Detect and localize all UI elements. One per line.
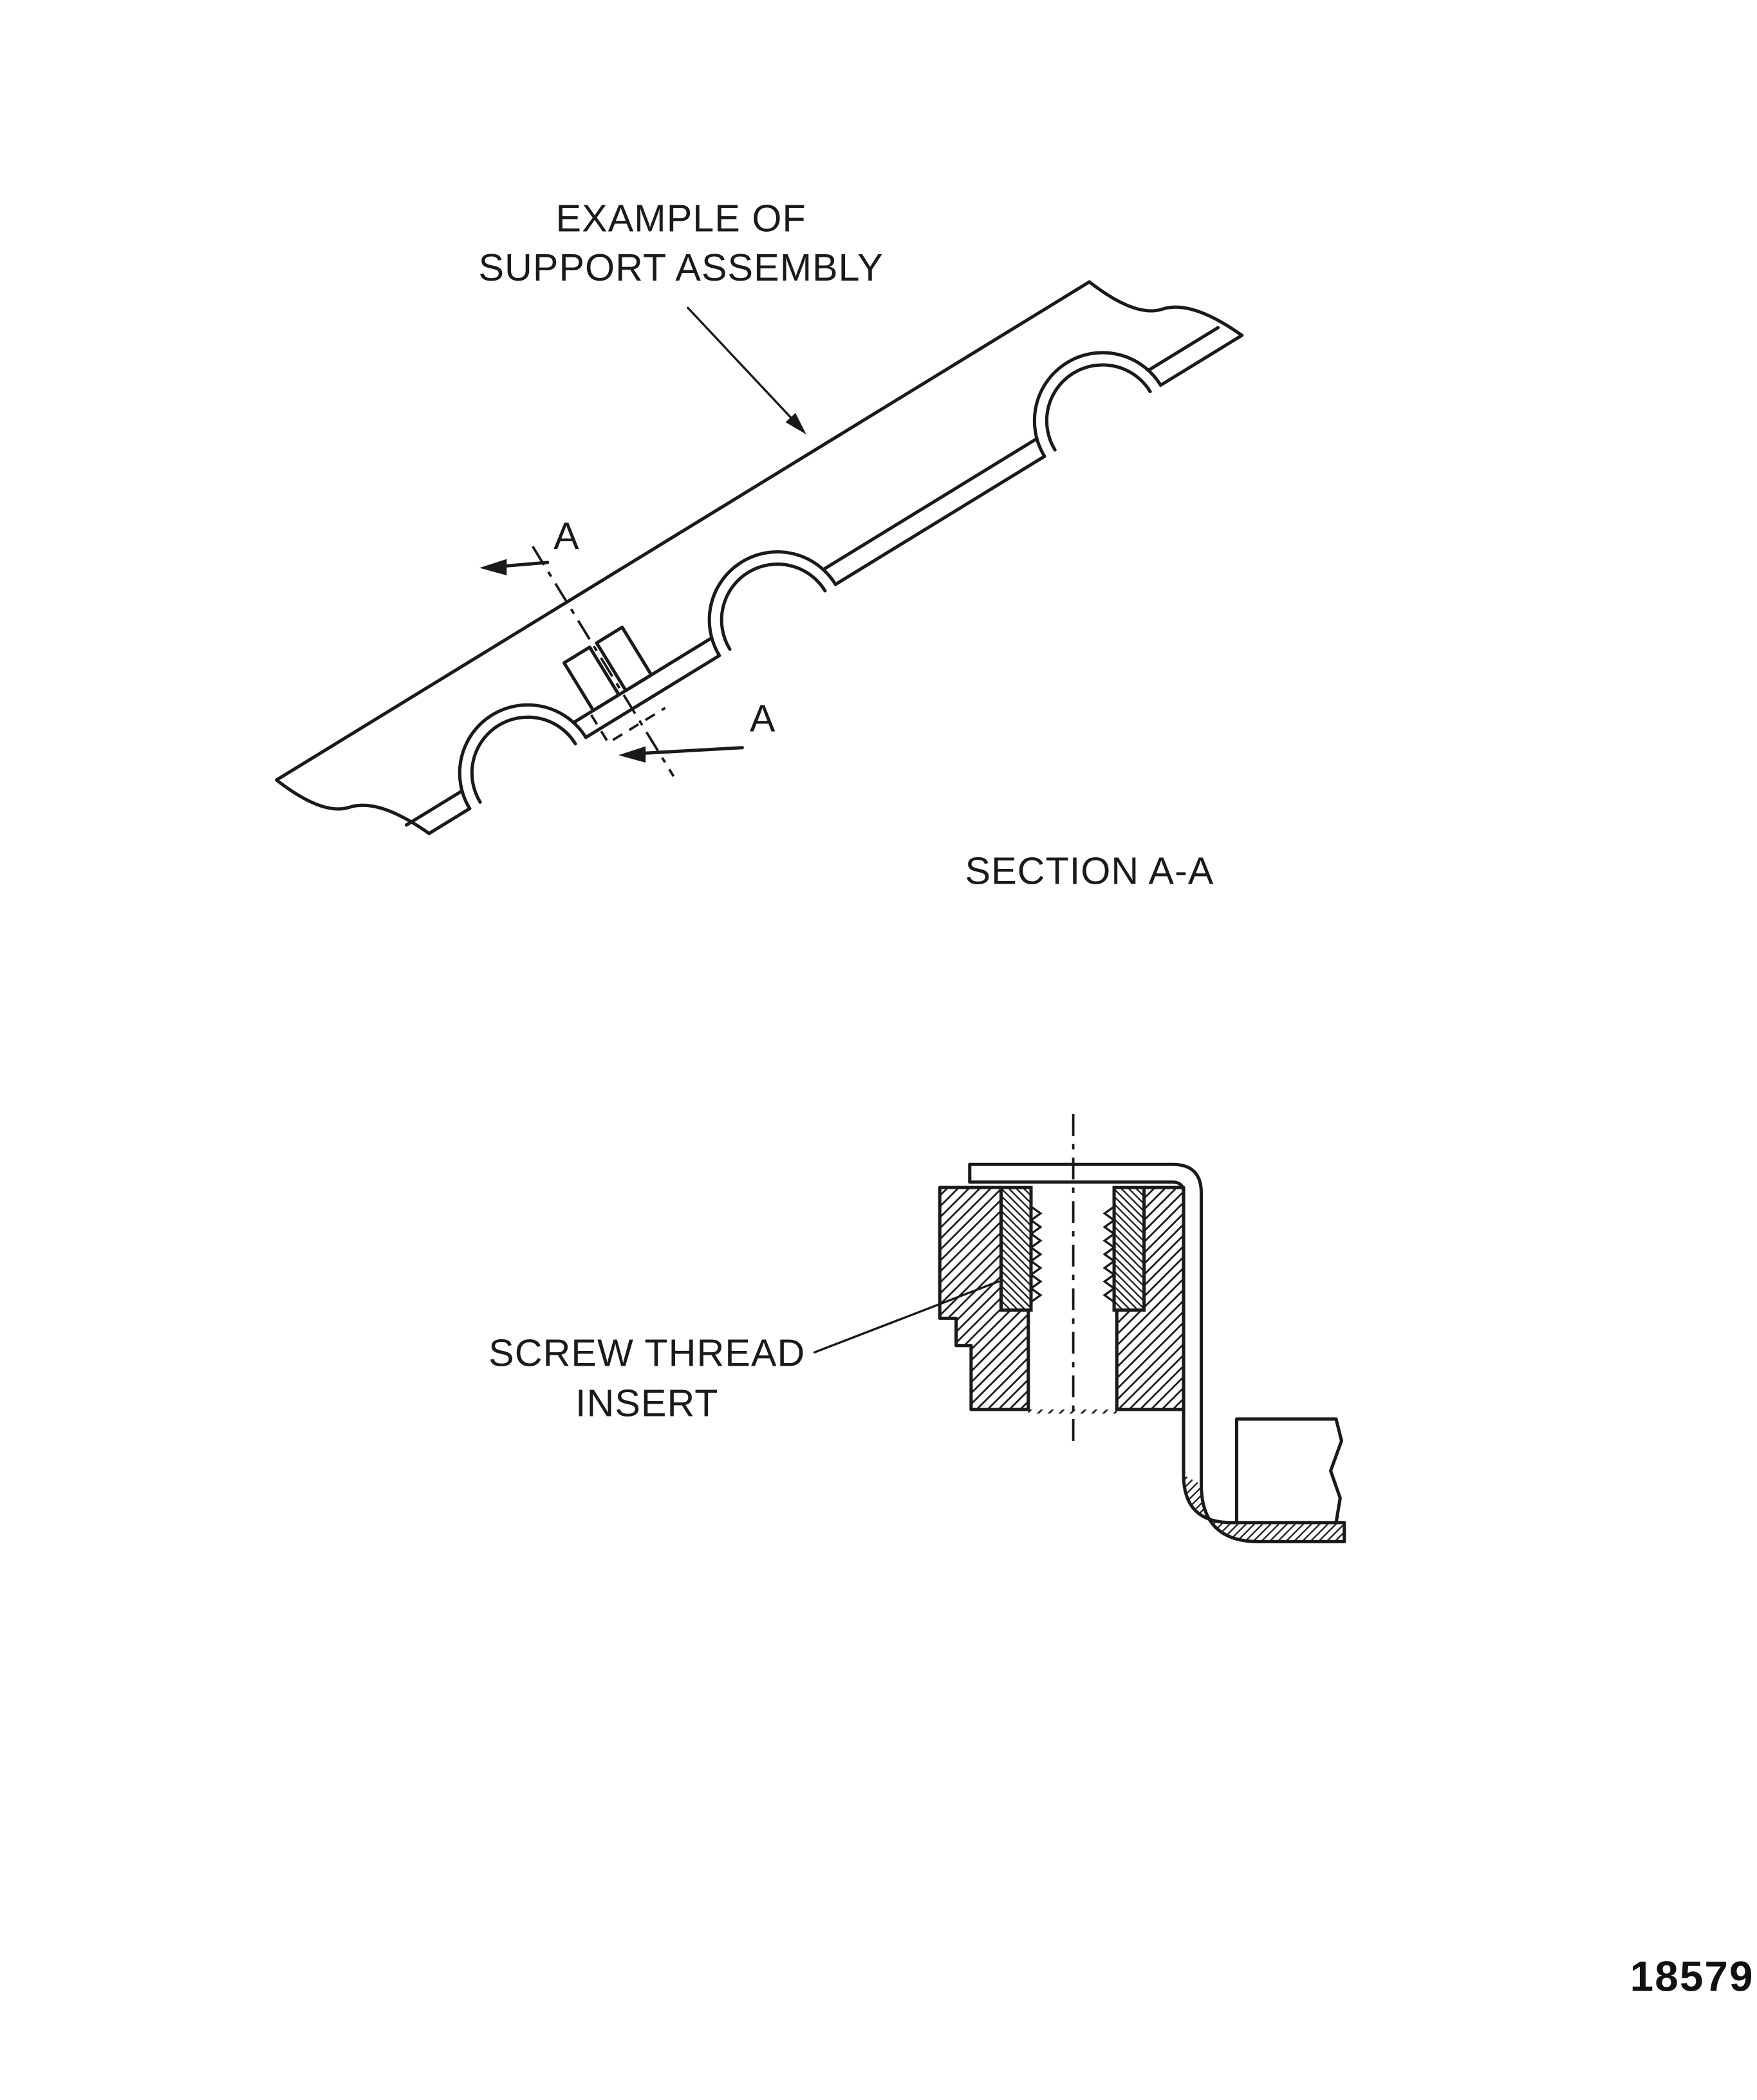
insert-right-wall	[1112, 1185, 1146, 1312]
section-marker-lower-label: A	[750, 696, 776, 739]
through-hole-walls	[1027, 1308, 1119, 1411]
cable-hump-middle	[707, 550, 837, 658]
section-arrow-upper	[479, 559, 550, 576]
insert-tab-right	[595, 626, 653, 692]
rail-right-break-line	[1088, 280, 1244, 337]
insert-label-line2: INSERT	[575, 1382, 719, 1425]
support-assembly-drawing	[275, 280, 1244, 835]
section-title: SECTION A-A	[965, 849, 1214, 892]
thread-serrations-left	[1029, 1205, 1043, 1303]
flange-section-hatch	[1184, 1474, 1344, 1542]
figure-number: 18579	[1630, 1953, 1754, 2000]
section-arrow-lower-head	[618, 746, 646, 763]
assembly-leader-line	[687, 306, 793, 420]
assembly-leader-arrow	[687, 306, 806, 435]
section-arrow-lower-line	[644, 746, 744, 755]
cable-hump-right	[1032, 351, 1162, 458]
assembly-title-line2: SUPPORT ASSEMBLY	[478, 246, 883, 289]
insert-left-wall	[999, 1185, 1033, 1312]
assembly-title-line1: EXAMPLE OF	[556, 197, 806, 240]
section-arrow-upper-head	[479, 559, 507, 576]
section-arrow-lower	[618, 746, 744, 763]
block-section-hatch	[940, 1187, 1184, 1414]
section-arrow-upper-line	[505, 561, 550, 568]
insert-tab-left	[562, 646, 621, 712]
section-aa-drawing	[813, 1113, 1346, 1543]
insert-leader-line	[813, 1280, 999, 1353]
section-marker-upper-label: A	[553, 514, 580, 557]
rail-left-break-line	[275, 778, 431, 835]
section-cut-line	[532, 545, 675, 777]
rail-top-edge	[275, 280, 1092, 782]
insert-label-line1: SCREW THREAD	[488, 1331, 805, 1374]
mating-panel-break	[1234, 1417, 1344, 1525]
rail-bottom-edge	[427, 333, 1244, 835]
thread-serrations-right	[1102, 1205, 1116, 1303]
cable-hump-left	[458, 703, 588, 810]
assembly-leader-arrowhead	[785, 413, 806, 435]
